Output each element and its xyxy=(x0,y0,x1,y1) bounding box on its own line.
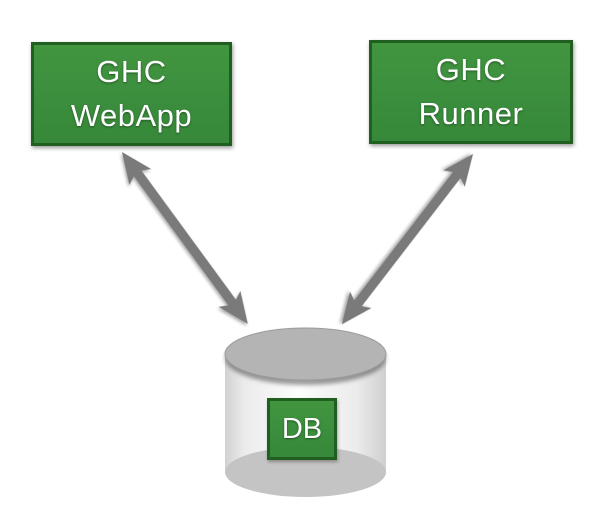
cylinder-top-cap xyxy=(224,327,387,381)
arrow-runner-db xyxy=(341,154,473,325)
node-ghc-runner-label-line2: Runner xyxy=(418,96,524,131)
node-ghc-webapp-label-line1: GHC xyxy=(96,54,167,89)
node-ghc-webapp-label-line2: WebApp xyxy=(70,98,193,133)
node-db-label: DB xyxy=(281,413,323,445)
database-cylinder xyxy=(224,327,387,497)
node-ghc-runner-label-line1: GHC xyxy=(435,52,507,87)
cylinder-bottom-cap xyxy=(225,447,386,497)
arrow-webapp-db xyxy=(122,152,248,324)
node-db: DB xyxy=(267,398,337,460)
node-ghc-webapp: GHC WebApp xyxy=(31,42,232,146)
node-ghc-runner: GHC Runner xyxy=(369,40,573,144)
